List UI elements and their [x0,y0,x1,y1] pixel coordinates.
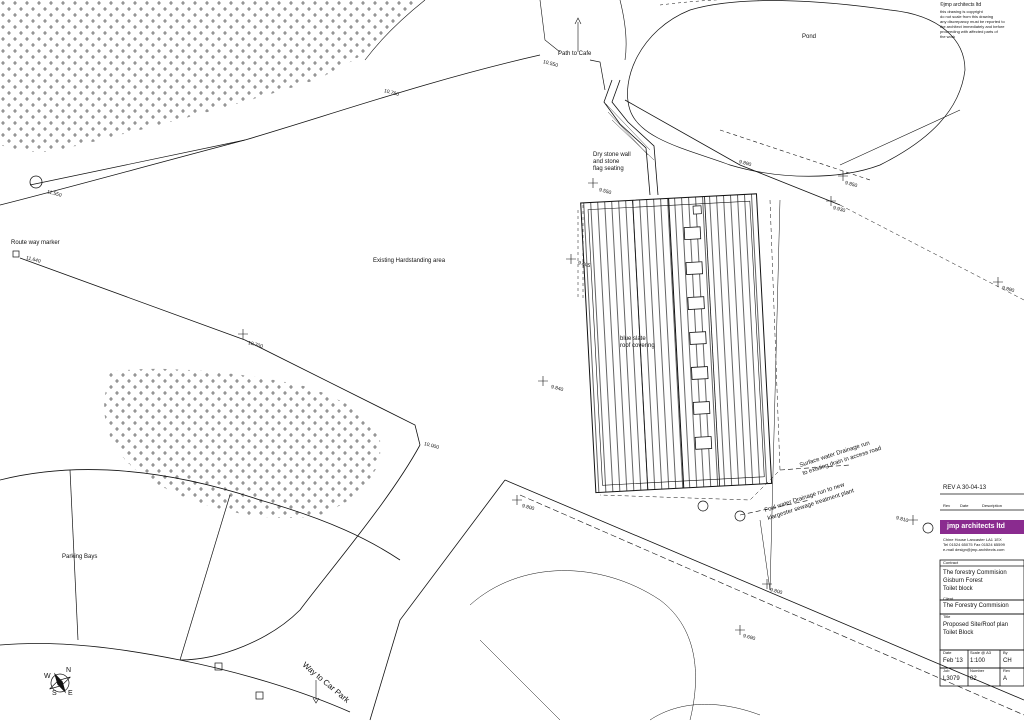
compass-north: N [66,667,72,674]
number-value: 02 [970,676,977,682]
client-heading: Client [943,596,954,601]
path-to-cafe-line [589,59,606,91]
route-way-marker-post [12,250,20,258]
by-heading: By [1003,650,1008,655]
north-arrow [49,672,71,694]
copyright-line: proceeding with affected parts of [940,29,998,34]
client-name: The Forestry Commision [943,603,1009,609]
rev-header: Description [982,503,1003,508]
dry-stone-wall-label: flag seating [593,166,624,172]
copyright-line: the work [940,34,956,39]
date-heading: Date [943,650,952,655]
scale-heading: Scale @ A3 [970,650,991,655]
company-address: e-mail design@jmp-architects.com [943,547,1005,552]
drawing-title: Proposed Site/Roof plan [943,622,1009,628]
roof-covering-label: roof covering [620,343,655,349]
company-address: Chine House Lancaster LA1 1EX [943,537,1002,542]
pond-outline [627,0,966,177]
job-value: L3079 [943,676,960,682]
dry-stone-wall [603,79,659,196]
project-line: Toilet block [943,586,973,592]
rev-header: Rev [943,503,951,508]
toilet-block-roof [580,193,773,494]
foul-water-drain [739,499,811,516]
revision-note: REV A 30-04-13 [943,485,987,491]
manhole-1 [697,500,709,512]
route-way-marker-label: Route way marker [11,240,60,246]
copyright-line: any discrepancy must be reported to [940,19,1005,24]
manhole-3 [922,522,934,534]
project-heading: Contract [943,560,959,565]
route-way-marker-circle [29,175,43,189]
copyright-heading: ©jmp architects ltd [940,2,982,8]
parking-area-outer-arc [0,469,401,561]
compass-east: E [68,690,73,697]
copyright-line: this drawing is copyright [940,9,983,14]
access-road-edge [504,479,1024,701]
company-name: jmp architects ltd [947,523,1005,530]
path-to-cafe-label: Path to Cafe [558,51,592,57]
planting-area-north [0,0,420,153]
drawing-title: Toilet Block [943,630,974,636]
job-heading: Job [943,668,950,673]
compass-south: S [52,690,57,697]
dry-stone-wall-label: Dry stone wall [593,152,631,158]
compass-west: W [44,673,51,680]
surface-water-drain [779,464,851,471]
dry-stone-wall-label: and stone [593,159,620,165]
planting-area-west [104,368,381,519]
project-line: Gisburn Forest [943,578,983,584]
hardstanding-label: Existing Hardstanding area [373,258,446,264]
date-value: Feb '13 [943,658,963,664]
scale-value: 1:100 [970,658,986,664]
pond-label: Pond [802,34,817,40]
title-heading: Title [943,614,951,619]
rev-header: Date [960,503,969,508]
by-value: CH [1003,658,1012,664]
copyright-line: do not scale from this drawing [940,14,994,19]
project-line: The forestry Commision [943,570,1007,576]
company-address: Tel 01524 65075 Fax 01524 65599 [943,542,1005,547]
company-banner [940,520,1024,534]
copyright-line: the architect immediately and before [940,24,1005,29]
rev-heading: Rev [1003,668,1011,673]
roof-covering-label: blue slate [620,336,646,342]
title-block-frame [939,493,1024,687]
parking-bays-label: Parking Bays [62,554,98,560]
number-heading: Number [970,668,985,673]
manhole-2 [734,510,746,522]
rev-value: A [1003,676,1008,682]
